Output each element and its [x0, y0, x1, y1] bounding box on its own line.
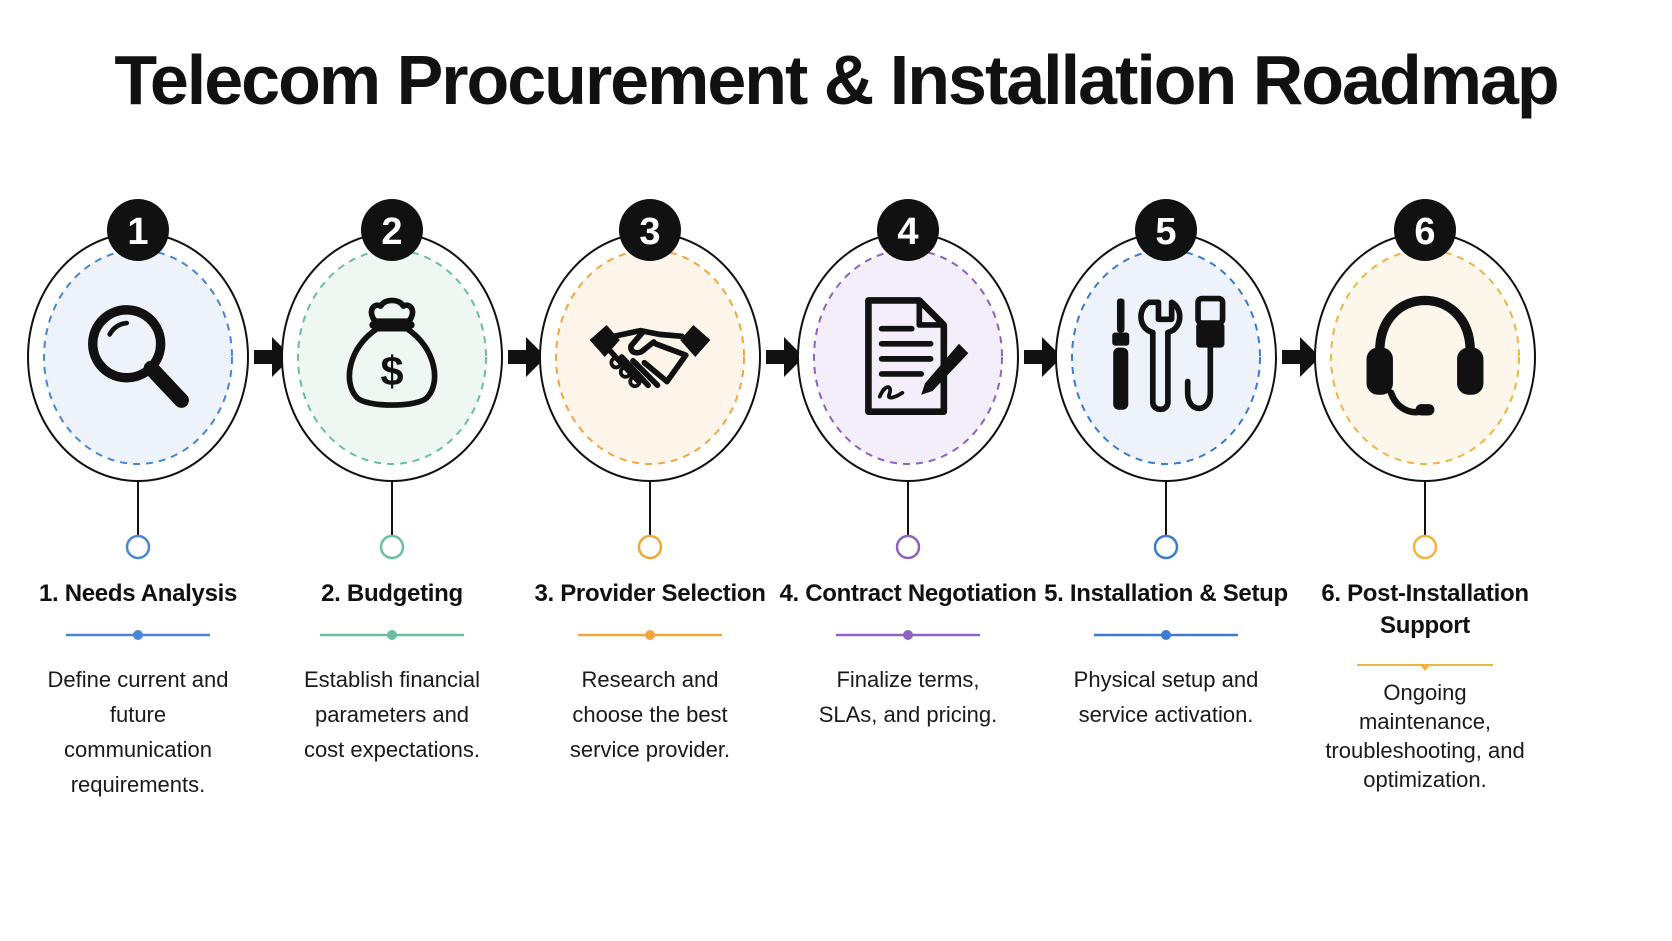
step-4-description: Finalize terms, SLAs, and pricing. [818, 667, 998, 727]
step-3-node [637, 534, 663, 560]
step-1-number-badge [107, 199, 169, 261]
step-4-title: 4. Contract Negotiation [779, 580, 1037, 607]
step-1-description: Define current and future communication … [47, 667, 229, 797]
step-5-number: 5 [1155, 211, 1176, 253]
step-1-title: 1. Needs Analysis [38, 580, 238, 607]
step-1-inner-ring [43, 249, 233, 465]
step-2-divider-marker [387, 630, 397, 640]
step-1-divider-marker [133, 630, 143, 640]
step-3-number: 3 [639, 211, 660, 253]
step-4-divider-marker [903, 630, 913, 640]
step-3-title: 3. Provider Selection [534, 580, 766, 607]
step-5-divider-marker [1161, 630, 1171, 640]
step-5-title: 5. Installation & Setup [1044, 580, 1288, 607]
step-5-node [1153, 534, 1179, 560]
step-2-title: 2. Budgeting [321, 580, 463, 607]
arrow-2-to-3 [508, 337, 546, 377]
step-6-node [1412, 534, 1438, 560]
step-2-description: Establish financial parameters and cost … [303, 667, 481, 762]
step-4-node [895, 534, 921, 560]
arrow-1-to-2 [254, 337, 292, 377]
step-6-divider-marker [1420, 665, 1430, 671]
arrow-3-to-4 [766, 337, 804, 377]
step-4-number: 4 [897, 211, 918, 253]
step-1-number: 1 [127, 211, 148, 253]
step-5-description: Physical setup and service activation. [1073, 667, 1259, 727]
step-4-number-badge [877, 199, 939, 261]
step-1-node [125, 534, 151, 560]
page-title: Telecom Procurement & Installation Roadm… [114, 41, 1559, 119]
step-6-inner-ring [1330, 249, 1520, 465]
arrow-4-to-5 [1024, 337, 1062, 377]
step-3-description: Research and choose the best service pro… [569, 667, 731, 762]
step-6-description: Ongoing maintenance, troubleshooting, an… [1325, 680, 1525, 792]
step-6-title: 6. Post-Installation Support [1321, 580, 1529, 639]
step-2-number-badge [361, 199, 423, 261]
step-5-number-badge [1135, 199, 1197, 261]
step-3-divider-marker [645, 630, 655, 640]
arrow-5-to-6 [1282, 337, 1320, 377]
step-2-node [379, 534, 405, 560]
step-3-inner-ring [555, 249, 745, 465]
step-6-number: 6 [1414, 211, 1435, 253]
step-3-number-badge [619, 199, 681, 261]
step-2-number: 2 [381, 211, 402, 253]
step-6-number-badge [1394, 199, 1456, 261]
